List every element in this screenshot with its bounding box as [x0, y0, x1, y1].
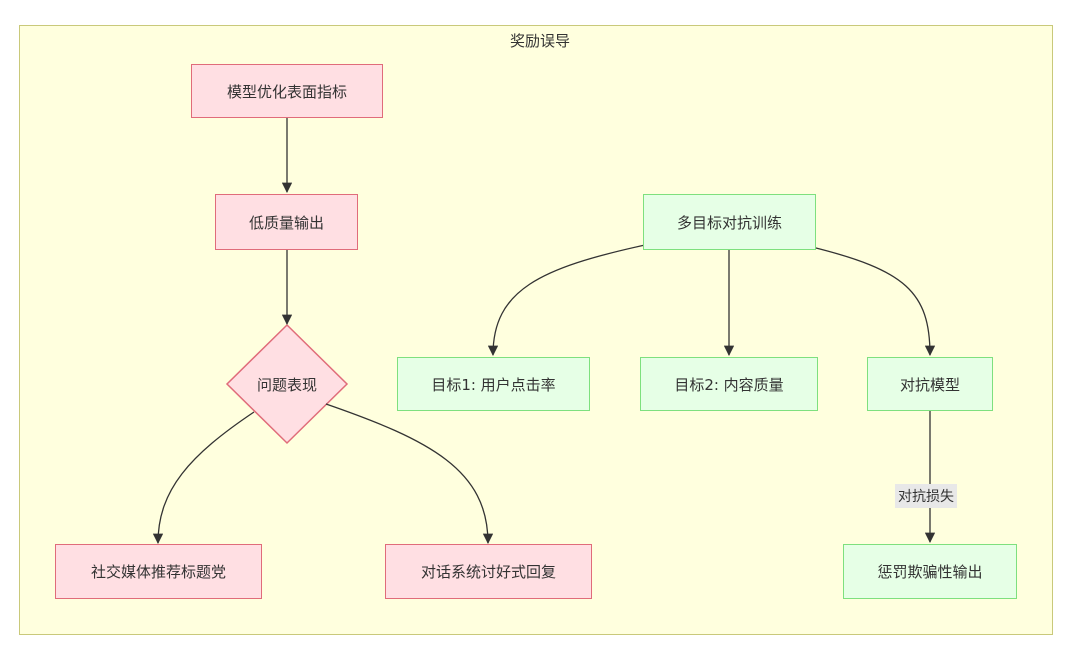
edge-problem-to-dialog	[325, 403, 494, 545]
node-dialog-flattery[interactable]: 对话系统讨好式回复	[385, 544, 592, 599]
node-penalize-label: 惩罚欺骗性输出	[877, 563, 983, 581]
edge-multi-to-goal1	[487, 244, 646, 357]
node-low-quality[interactable]: 低质量输出	[215, 194, 358, 250]
node-penalize[interactable]: 惩罚欺骗性输出	[843, 544, 1017, 599]
node-goal1[interactable]: 目标1: 用户点击率	[397, 357, 590, 411]
node-goal1-label: 目标1: 用户点击率	[431, 375, 556, 394]
edge-multi-to-adversarial	[811, 246, 936, 357]
node-multi-objective-label: 多目标对抗训练	[676, 213, 782, 232]
node-adversarial-model-label: 对抗模型	[899, 375, 960, 394]
node-multi-objective[interactable]: 多目标对抗训练	[643, 194, 816, 250]
node-surface-metric-label: 模型优化表面指标	[226, 82, 347, 101]
cluster-title: 奖励误导	[509, 32, 570, 50]
node-goal2[interactable]: 目标2: 内容质量	[640, 357, 818, 411]
edge-label-adversarial-loss: 对抗损失	[895, 484, 957, 508]
problem-diamond-shape[interactable]	[225, 323, 349, 445]
node-goal2-label: 目标2: 内容质量	[674, 375, 784, 394]
node-adversarial-model[interactable]: 对抗模型	[867, 357, 993, 411]
node-social-title-label: 社交媒体推荐标题党	[90, 563, 226, 581]
cluster-reward-misguidance	[19, 25, 1053, 635]
edge-problem-to-social	[152, 411, 255, 545]
node-surface-metric[interactable]: 模型优化表面指标	[191, 64, 383, 118]
node-low-quality-label: 低质量输出	[248, 213, 324, 232]
node-dialog-flattery-label: 对话系统讨好式回复	[420, 563, 556, 581]
node-social-title[interactable]: 社交媒体推荐标题党	[55, 544, 262, 599]
node-problem-label: 问题表现	[256, 375, 317, 394]
